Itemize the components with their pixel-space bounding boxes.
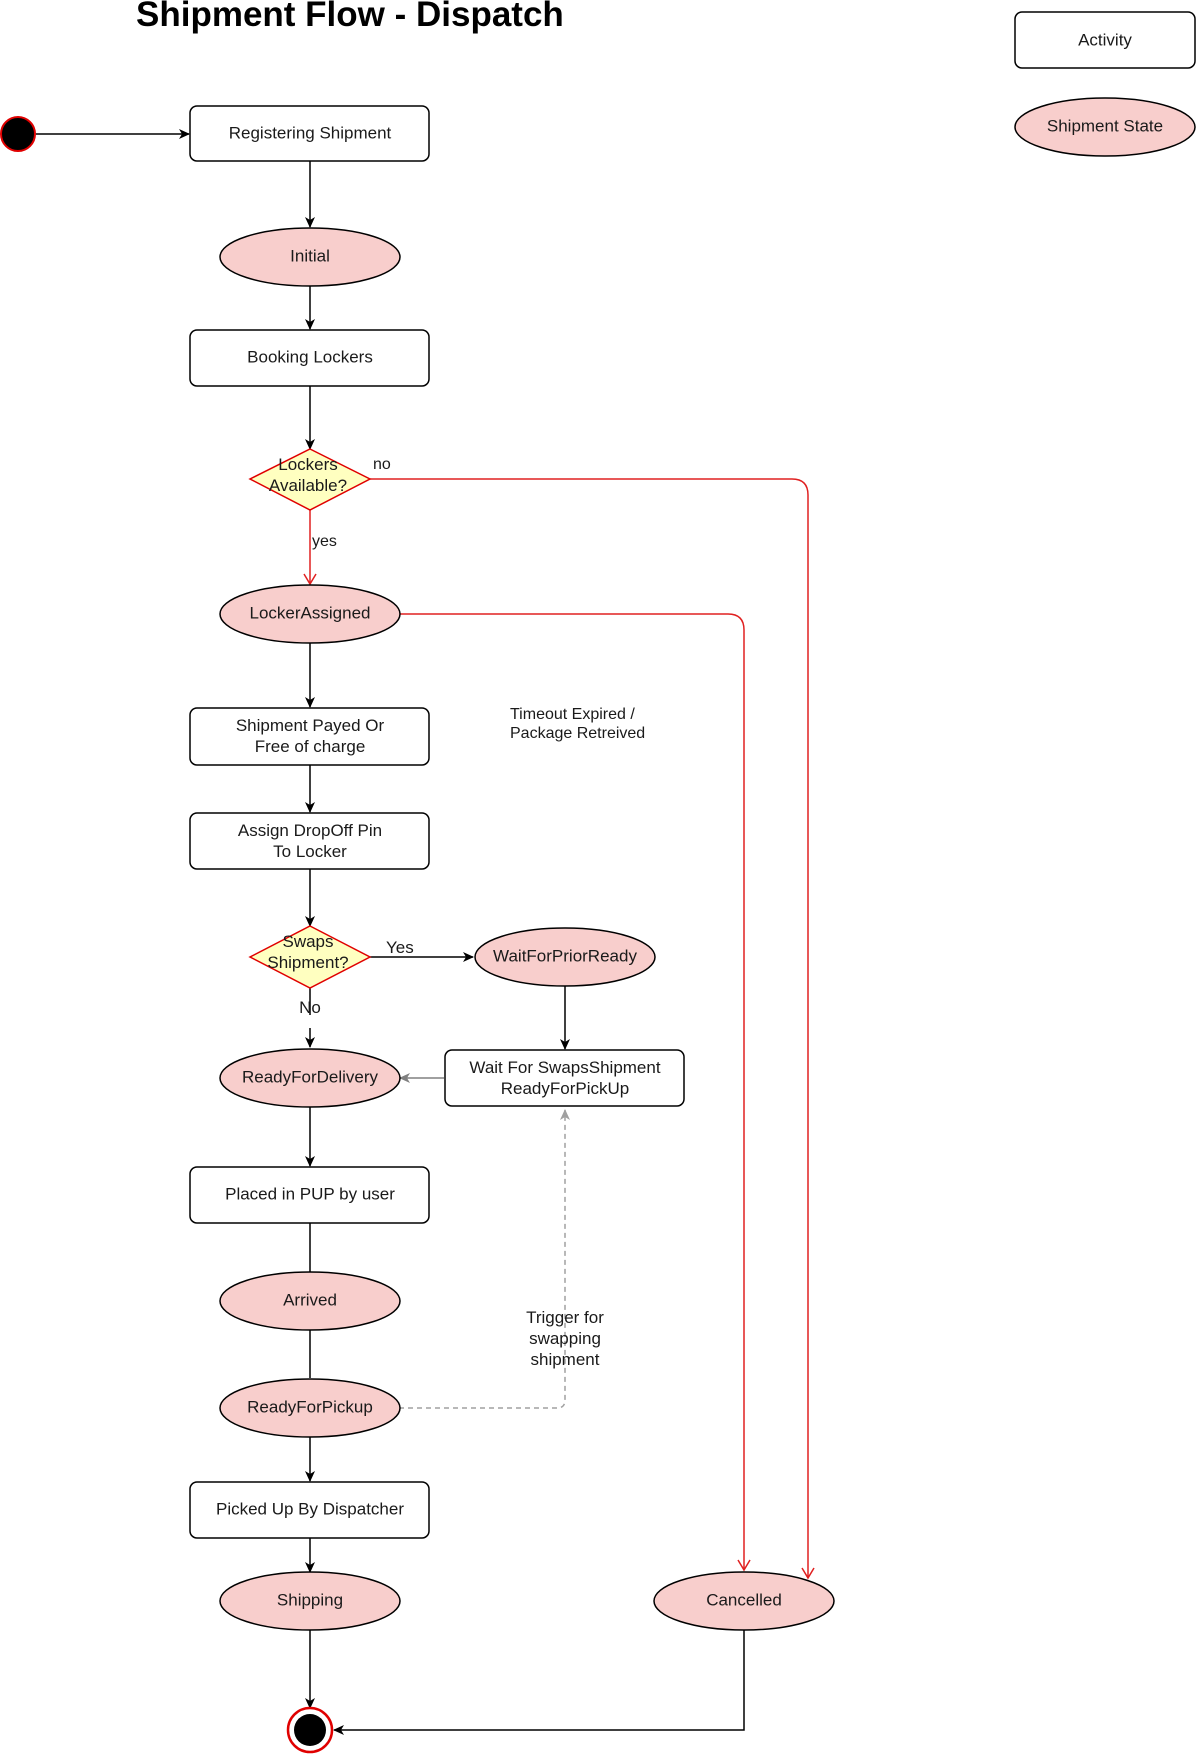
- legend: Activity Shipment State: [1014, 11, 1196, 157]
- state-locker-assigned-label: LockerAssigned: [250, 603, 371, 622]
- state-cancelled-label: Cancelled: [706, 1590, 782, 1609]
- legend-state-ellipse: [1014, 97, 1196, 157]
- state-ready-for-pickup: [219, 1378, 401, 1438]
- label-trigger-line1: Trigger for: [526, 1308, 604, 1327]
- decision-lockers-available: [248, 448, 372, 511]
- edge-locker-assigned-to-cancelled: [399, 613, 751, 1572]
- activity-wait-swaps-line2: ReadyForPickUp: [501, 1079, 630, 1098]
- activity-wait-swaps-shipment: [444, 1049, 685, 1107]
- activity-booking-lockers: [189, 329, 430, 387]
- decision-swaps-line1: Swaps: [282, 932, 333, 951]
- activity-assign-dropoff-pin: [189, 812, 430, 870]
- activity-assign-pin-line1: Assign DropOff Pin: [238, 821, 382, 840]
- activity-picked-up-label: Picked Up By Dispatcher: [216, 1499, 404, 1518]
- activity-shipment-payed: [189, 707, 430, 766]
- state-shipping-label: Shipping: [277, 1590, 343, 1609]
- edges: [36, 129, 815, 1735]
- state-ready-for-pickup-label: ReadyForPickup: [247, 1397, 373, 1416]
- diagram-title: Shipment Flow - Dispatch: [136, 0, 564, 34]
- state-wait-for-prior-ready-label: WaitForPriorReady: [493, 946, 637, 965]
- decision-lockers-line2: Available?: [269, 476, 347, 495]
- state-ready-for-delivery-label: ReadyForDelivery: [242, 1067, 379, 1086]
- activity-picked-up-by-dispatcher: [189, 1481, 430, 1539]
- label-yes-lower: yes: [312, 533, 337, 550]
- activity-assign-pin-line2: To Locker: [273, 842, 347, 861]
- activity-shipment-payed-line1: Shipment Payed Or: [236, 716, 385, 735]
- edge-trigger-swapping: [399, 1109, 570, 1409]
- state-arrived: [219, 1271, 401, 1331]
- label-trigger-line3: shipment: [531, 1350, 600, 1369]
- start-node: [0, 116, 36, 152]
- edge-cancelled-to-end: [333, 1630, 745, 1735]
- decision-lockers-line1: Lockers: [278, 455, 338, 474]
- label-no-cap: No: [299, 998, 321, 1017]
- activity-placed-in-pup-label: Placed in PUP by user: [225, 1184, 395, 1203]
- activity-placed-in-pup: [189, 1166, 430, 1224]
- label-no-lower: no: [373, 456, 391, 473]
- decision-swaps-shipment: [248, 925, 372, 989]
- state-initial: [219, 227, 401, 287]
- state-initial-label: Initial: [290, 246, 330, 265]
- activity-booking-lockers-label: Booking Lockers: [247, 347, 373, 366]
- state-ready-for-delivery: [219, 1048, 401, 1108]
- state-locker-assigned: [219, 584, 401, 644]
- label-trigger-line2: swapping: [529, 1329, 601, 1348]
- state-wait-for-prior-ready: [474, 927, 656, 987]
- state-arrived-label: Arrived: [283, 1290, 337, 1309]
- decision-swaps-line2: Shipment?: [267, 953, 348, 972]
- legend-activity-box: [1014, 11, 1196, 69]
- label-timeout-line1: Timeout Expired /: [510, 706, 635, 723]
- activity-wait-swaps-line1: Wait For SwapsShipment: [469, 1058, 660, 1077]
- end-node: [286, 1706, 334, 1754]
- label-yes-cap: Yes: [386, 938, 414, 957]
- label-timeout-line2: Package Retreived: [510, 725, 645, 742]
- activity-shipment-payed-line2: Free of charge: [255, 737, 366, 756]
- state-cancelled: [653, 1571, 835, 1631]
- activity-registering-shipment: [189, 105, 430, 162]
- state-shipping: [219, 1571, 401, 1631]
- legend-state-label: Shipment State: [1047, 116, 1163, 135]
- legend-activity-label: Activity: [1078, 30, 1132, 49]
- edge-decision-no-to-cancelled: [370, 478, 815, 1580]
- activity-registering-shipment-label: Registering Shipment: [229, 123, 392, 142]
